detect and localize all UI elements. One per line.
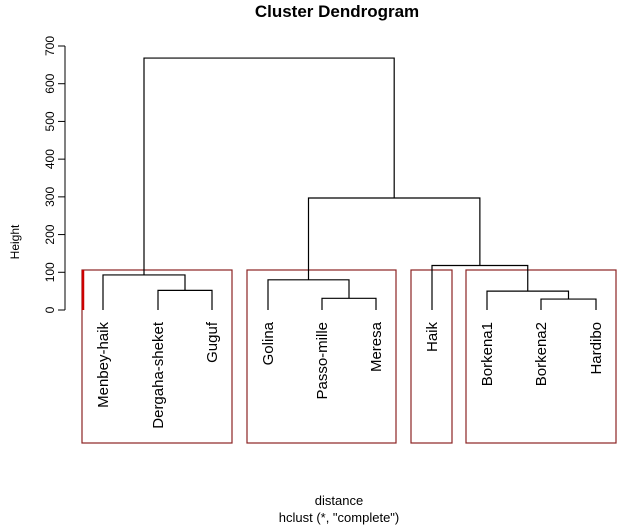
y-tick-label-0: 0	[43, 306, 57, 313]
y-axis-label: Height	[8, 224, 22, 259]
x-axis-label: distance	[315, 493, 363, 508]
y-tick-label-400: 400	[43, 149, 57, 169]
cluster-box-4	[465, 269, 617, 444]
merge-8-branch	[307, 197, 481, 280]
merge-9-branch	[143, 57, 395, 275]
cluster-box-2	[246, 269, 397, 444]
cluster-box-1	[81, 269, 233, 444]
leaf-label-passo-mille: Passo-mille	[314, 322, 331, 400]
merge-2-branch	[102, 274, 186, 310]
y-tick-label-300: 300	[43, 187, 57, 207]
y-tick-label-700: 700	[43, 36, 57, 56]
y-tick-label-600: 600	[43, 73, 57, 93]
y-tick-label-500: 500	[43, 111, 57, 131]
y-axis-ticks: 0 100 200 300 400 500 600 700	[43, 36, 65, 313]
merge-5-branch	[540, 298, 597, 310]
merge-7-branch	[431, 264, 529, 310]
leaf-label-borkena1: Borkena1	[479, 322, 496, 386]
leaf-label-hardibo: Hardibo	[588, 322, 605, 375]
leaf-label-dergaha-sheket: Dergaha-sheket	[150, 321, 167, 429]
chart-title: Cluster Dendrogram	[255, 2, 419, 21]
leaf-label-golina: Golina	[260, 321, 277, 365]
leaf-label-haik: Haik	[424, 322, 441, 353]
method-label: hclust (*, "complete")	[279, 510, 400, 525]
leaf-label-menbey-haik: Menbey-haik	[95, 322, 112, 408]
leaf-label-guguf: Guguf	[204, 321, 221, 363]
merge-4-branch	[267, 279, 350, 310]
leaf-label-borkena2: Borkena2	[533, 322, 550, 386]
leaf-labels: Menbey-haik Dergaha-sheket Guguf Golina Pass…	[95, 321, 605, 429]
merge-1-branch	[157, 289, 213, 310]
dendrogram-tree	[102, 57, 597, 310]
y-tick-label-100: 100	[43, 262, 57, 282]
merge-3-branch	[321, 297, 377, 310]
y-tick-label-200: 200	[43, 224, 57, 244]
leaf-label-meresa: Meresa	[368, 321, 385, 372]
merge-6-branch	[486, 290, 570, 310]
